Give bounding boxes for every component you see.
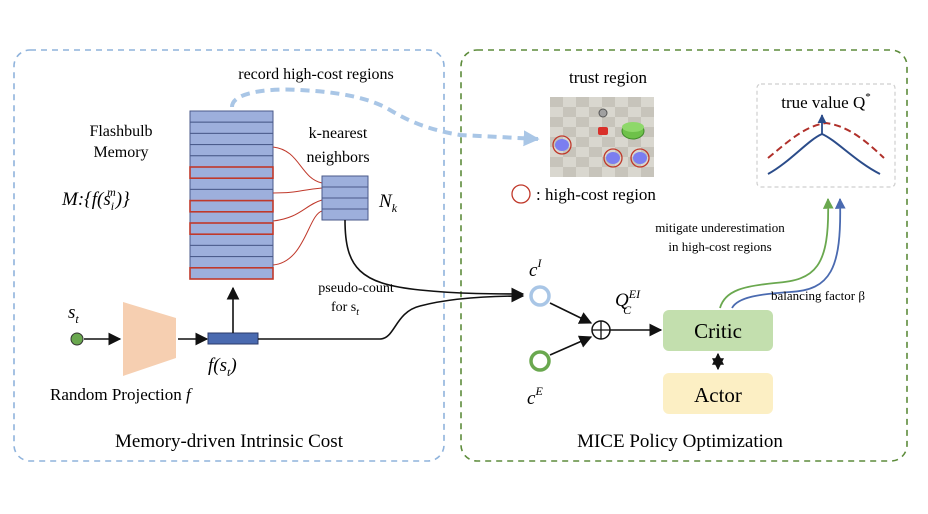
balancing-label: balancing factor β bbox=[771, 288, 865, 303]
memory-slot bbox=[189, 267, 274, 280]
mitigate-label-1: mitigate underestimation bbox=[655, 220, 785, 235]
knn-label-1: k-nearest bbox=[309, 125, 368, 142]
memory-title-1: Flashbulb bbox=[89, 123, 152, 140]
trust-region-image bbox=[550, 97, 654, 177]
mitigate-arrow bbox=[719, 197, 834, 309]
extrinsic-cost-label: cE bbox=[527, 384, 543, 409]
high-cost-legend-icon bbox=[511, 184, 531, 204]
pseudo-count-arrow bbox=[258, 289, 525, 340]
sum-node bbox=[591, 320, 611, 340]
left-panel bbox=[13, 49, 445, 462]
memory-formula: M:{f(sim)} bbox=[61, 185, 130, 213]
critic-label: Critic bbox=[694, 319, 742, 343]
record-label: record high-cost regions bbox=[238, 66, 394, 83]
extrinsic-cost-node bbox=[529, 350, 551, 372]
memory-slot bbox=[189, 200, 274, 213]
memory-slot-high-cost bbox=[189, 166, 274, 179]
fs-vector bbox=[207, 332, 259, 345]
memory-slot bbox=[189, 188, 274, 202]
knn-neighbor-box bbox=[321, 175, 369, 221]
memory-slot bbox=[189, 144, 274, 157]
right-panel-title: MICE Policy Optimization bbox=[577, 431, 783, 452]
pseudo-count-label-2: for st bbox=[331, 300, 359, 318]
memory-slot bbox=[189, 244, 274, 258]
high-cost-legend-label: : high-cost region bbox=[536, 185, 656, 204]
actor-box bbox=[663, 373, 773, 414]
critic-box bbox=[663, 310, 773, 351]
record-arrow bbox=[230, 87, 540, 147]
memory-slot bbox=[189, 110, 274, 123]
left-panel-title: Memory-driven Intrinsic Cost bbox=[115, 431, 344, 452]
memory-slot-high-cost bbox=[189, 266, 274, 280]
flashbulb-memory-stack bbox=[189, 110, 274, 280]
memory-slot bbox=[189, 155, 274, 168]
intrinsic-cost-node bbox=[529, 285, 551, 307]
intrinsic-to-sum-arrow bbox=[549, 302, 593, 324]
memory-slot bbox=[189, 256, 274, 269]
intrinsic-cost-label: cI bbox=[529, 256, 542, 281]
memory-slot bbox=[189, 121, 274, 134]
mitigate-label-2: in high-cost regions bbox=[668, 239, 771, 254]
memory-slot bbox=[189, 233, 274, 246]
actor-label: Actor bbox=[694, 383, 742, 407]
knn-to-intrinsic-arrow bbox=[344, 219, 525, 301]
memory-slot bbox=[189, 166, 274, 179]
memory-slot bbox=[189, 222, 274, 235]
knn-connectors bbox=[272, 146, 323, 266]
random-projection-label: Random Projection f bbox=[50, 385, 193, 404]
extrinsic-to-sum-arrow bbox=[549, 335, 593, 356]
memory-slot-high-cost bbox=[189, 199, 274, 213]
memory-slot bbox=[189, 132, 274, 146]
true-value-title: true value Q* bbox=[781, 91, 871, 112]
balancing-arrow bbox=[731, 197, 846, 309]
pseudo-count-label-1: pseudo-count bbox=[318, 281, 394, 296]
memory-slot-high-cost bbox=[189, 222, 274, 235]
right-panel bbox=[460, 49, 908, 462]
memory-title-2: Memory bbox=[93, 144, 148, 161]
memory-slot bbox=[189, 177, 274, 190]
memory-slot bbox=[189, 211, 274, 224]
state-node bbox=[70, 332, 84, 346]
nk-label: Nk bbox=[378, 191, 398, 215]
state-label: st bbox=[68, 302, 79, 326]
fs-label: f(st) bbox=[208, 355, 237, 379]
knn-label-2: neighbors bbox=[306, 149, 369, 166]
random-projection-shape bbox=[123, 302, 176, 376]
trust-region-title: trust region bbox=[569, 68, 647, 87]
